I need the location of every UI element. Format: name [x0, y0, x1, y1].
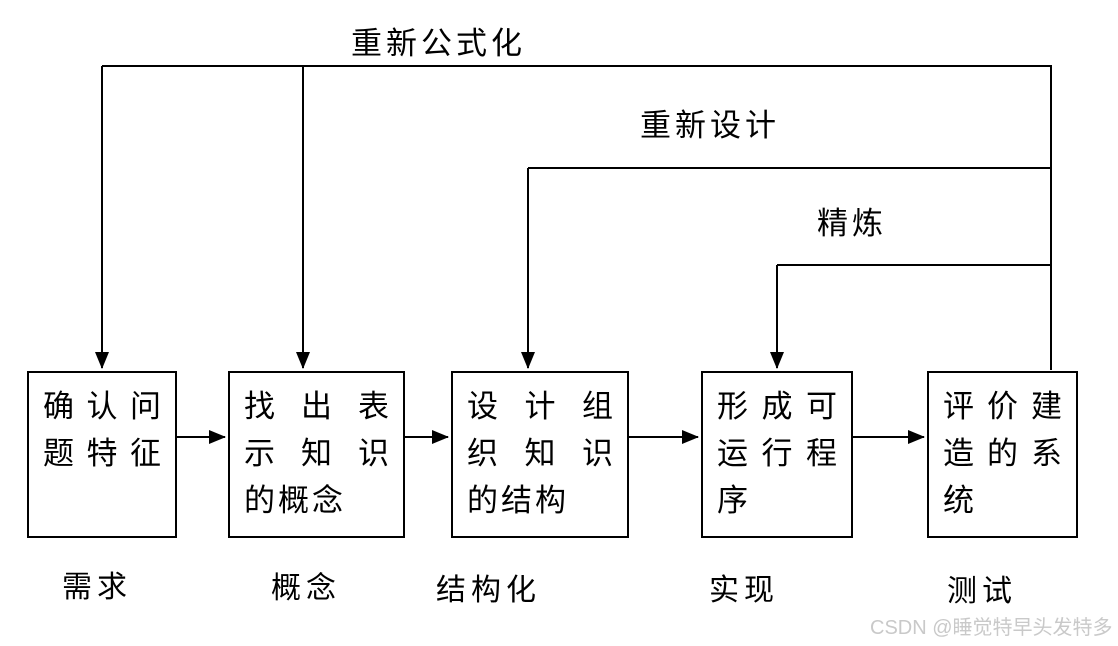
- box-text-line: 确认问: [43, 389, 161, 424]
- box-text-line: 示知识: [244, 436, 389, 471]
- feedback-label-redesign: 重新设计: [640, 108, 780, 143]
- box-text-line: 找出表: [244, 389, 389, 424]
- stage-label-testing: 测试: [947, 575, 1017, 608]
- box-text-line: 设计组: [467, 389, 613, 424]
- stage-box-identify-problem: 确认问 题特征: [27, 371, 177, 538]
- stage-label-implementation: 实现: [709, 574, 779, 607]
- feedback-reformulate-rail: [102, 65, 1052, 370]
- stage-box-evaluate-system: 评价建 造的系 统: [927, 371, 1078, 538]
- feedback-label-reformulate: 重新公式化: [351, 26, 526, 61]
- box-text-line: 序: [717, 483, 751, 518]
- stage-label-structuring: 结构化: [436, 574, 541, 607]
- stage-label-concepts: 概念: [271, 572, 341, 605]
- stage-box-find-concepts: 找出表 示知识 的概念: [228, 371, 405, 538]
- box-text-line: 织知识: [467, 436, 613, 471]
- box-text-line: 造的系: [943, 436, 1062, 471]
- stage-label-requirements: 需求: [62, 571, 132, 604]
- box-text-line: 运行程: [717, 436, 837, 471]
- box-text-line: 的概念: [244, 483, 346, 518]
- box-text-line: 的结构: [467, 483, 569, 518]
- feedback-label-refine: 精炼: [817, 206, 887, 241]
- csdn-watermark: CSDN @睡觉特早头发特多: [870, 617, 1113, 639]
- box-text-line: 评价建: [943, 389, 1062, 424]
- stage-box-design-structure: 设计组 织知识 的结构: [451, 371, 629, 538]
- box-text-line: 统: [943, 483, 977, 518]
- box-text-line: 形成可: [717, 389, 837, 424]
- box-text-line: 题特征: [43, 436, 161, 471]
- stage-box-build-program: 形成可 运行程 序: [701, 371, 853, 538]
